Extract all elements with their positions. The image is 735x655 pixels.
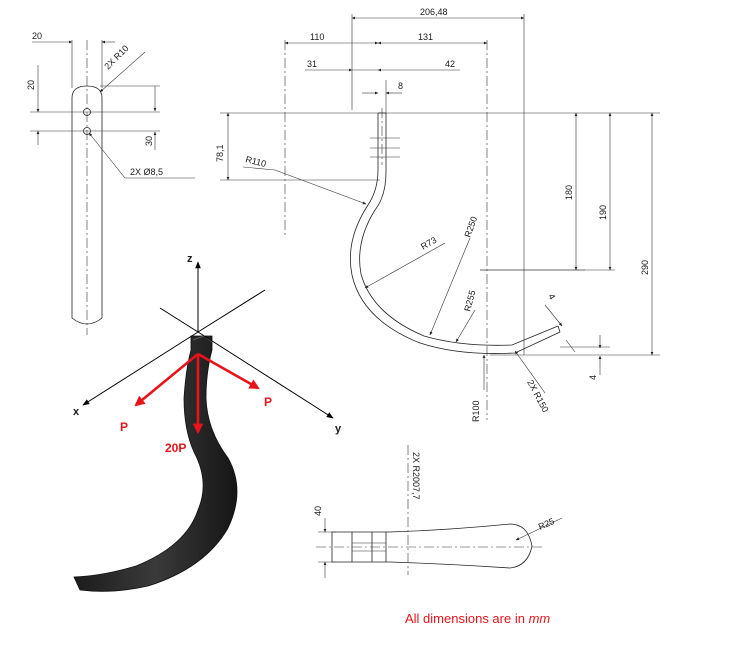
tine-3d [73, 335, 238, 592]
h290-label: 290 [640, 260, 650, 275]
tine-outer [349, 113, 561, 354]
point-outline [331, 523, 533, 569]
dim-78: 78,1 [215, 144, 225, 162]
left-extent: 110 [310, 32, 324, 42]
offset-label: 20 [26, 80, 36, 90]
y-axis [197, 331, 334, 419]
radius-tip-label: R25 [537, 516, 556, 532]
axis-y-label: y [335, 423, 342, 435]
x-axis-back [197, 289, 266, 333]
axis-z-label: z [187, 253, 193, 265]
top-view: 20 2X R10 20 30 2X Ø8,5 [26, 31, 195, 335]
height-label: 40 [313, 506, 323, 516]
width-label: 20 [32, 31, 42, 41]
units-note-unit: mm [528, 611, 551, 626]
h190-label: 190 [598, 205, 608, 220]
bottom-view: 40 2X R2007,7 R25 [313, 445, 563, 578]
units-note-text: All dimensions are in [405, 611, 529, 626]
radius-big-label: 2X R2007,7 [411, 452, 421, 500]
dim-42: 42 [445, 59, 455, 69]
axis-x-label: x [73, 406, 80, 418]
spacing-label: 30 [144, 136, 154, 146]
load-arrow-left [134, 352, 199, 407]
dim-31: 31 [307, 59, 317, 69]
holes-label: 2X Ø8,5 [130, 167, 163, 177]
fillet-label: 2X R10 [102, 43, 130, 71]
dim-8: 8 [398, 81, 403, 91]
thk-4b: 4 [588, 375, 598, 380]
r73-label: R73 [419, 235, 438, 252]
r150-label: 2X R150 [525, 378, 550, 414]
side-view: 206,48 110 131 31 42 8 78,1 R110 R73 R25… [215, 7, 660, 422]
load-diagram: z x y P P 20P [73, 253, 342, 592]
units-note: All dimensions are in mm [405, 611, 550, 626]
r255-label: R255 [462, 289, 477, 312]
r250-label: R250 [462, 215, 479, 239]
h180-label: 180 [564, 185, 574, 200]
thk-4a: 4 [546, 292, 557, 301]
tine-inner [359, 113, 559, 346]
load-left-label: P [120, 420, 128, 434]
load-right-label: P [264, 395, 272, 409]
y-axis-back [159, 307, 199, 333]
load-arrow-right [197, 352, 260, 390]
r110-label: R110 [245, 154, 268, 169]
overall-width: 206,48 [420, 7, 448, 17]
x-axis [82, 331, 199, 406]
r100-label: R100 [471, 400, 481, 422]
right-extent: 131 [418, 32, 433, 42]
load-down-label: 20P [165, 441, 186, 455]
